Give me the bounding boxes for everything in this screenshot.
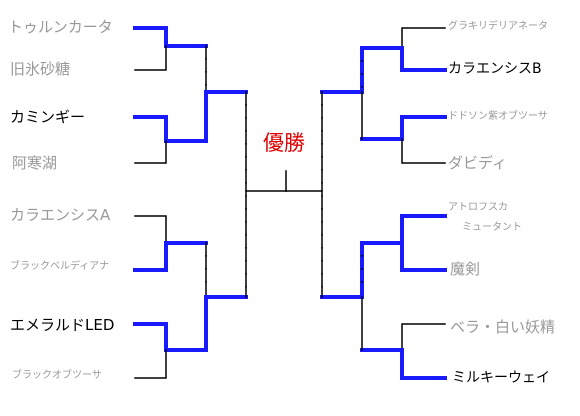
- connector-tick: [245, 221, 247, 223]
- connector-tick: [245, 286, 247, 288]
- connector-tick: [321, 286, 323, 288]
- connector-tick: [361, 268, 363, 270]
- connector-tick: [245, 104, 247, 106]
- right-entrant-6: ミュータント: [462, 222, 522, 233]
- left-entrant-4: 阿寒湖: [12, 154, 58, 172]
- connector-tick: [245, 169, 247, 171]
- connector-tick: [245, 117, 247, 119]
- bracket-line-24: [360, 348, 447, 380]
- bracket-line-15: [401, 27, 446, 49]
- bracket-line-10: [134, 349, 167, 379]
- connector-tick: [321, 221, 323, 223]
- right-entrant-7: 魔剣: [450, 260, 481, 278]
- bracket-line-8: [133, 241, 208, 272]
- bracket-line-22: [400, 241, 447, 272]
- left-entrant-2: 旧氷砂糖: [10, 60, 71, 78]
- connector-tick: [321, 156, 323, 158]
- bracket-line-23: [401, 323, 446, 351]
- bracket-line-21: [360, 214, 447, 245]
- connector-tick: [245, 156, 247, 158]
- connector-tick: [321, 169, 323, 171]
- left-entrant-1: トゥルンカータ: [8, 18, 113, 36]
- bracket-line-7: [134, 215, 167, 244]
- bracket-line-16: [360, 46, 447, 72]
- connector-tick: [245, 182, 247, 184]
- right-entrant-5: アトロフスカ: [448, 202, 508, 213]
- connector-tick: [321, 260, 323, 262]
- connector-tick: [321, 208, 323, 210]
- connector-tick: [245, 247, 247, 249]
- right-entrant-8: ベラ・白い妖精: [450, 318, 556, 336]
- right-entrant-3: ドドソン紫オブツーサ: [448, 111, 548, 122]
- connector-tick: [245, 260, 247, 262]
- bracket-line-2: [134, 45, 167, 71]
- right-entrant-1: グラキリデリアネータ: [448, 21, 548, 32]
- connector-tick: [321, 130, 323, 132]
- right-entrant-9: ミルキーウェイ: [452, 370, 550, 386]
- connector-tick: [245, 195, 247, 197]
- connector-tick: [205, 58, 207, 60]
- connector-tick: [245, 273, 247, 275]
- bracket-line-1: [133, 26, 208, 48]
- connector-tick: [205, 268, 207, 270]
- bracket-line-25: [320, 241, 364, 299]
- connector-tick: [361, 255, 363, 257]
- bracket-line-17: [360, 115, 447, 141]
- left-entrant-5: カラエンシスA: [10, 206, 111, 224]
- right-entrant-4: ダビディ: [448, 154, 507, 172]
- bracket-line-9: [133, 322, 208, 352]
- connector-tick: [245, 130, 247, 132]
- connector-tick: [361, 281, 363, 283]
- bracket-line-3: [133, 115, 208, 143]
- left-entrant-7: エメラルドLED: [10, 316, 115, 334]
- connector-tick: [361, 73, 363, 75]
- connector-tick: [321, 273, 323, 275]
- connector-tick: [321, 247, 323, 249]
- bracket-line-12: [204, 295, 248, 352]
- left-entrant-8: ブラックオブツーサ: [12, 370, 102, 381]
- connector-tick: [321, 143, 323, 145]
- connector-tick: [361, 86, 363, 88]
- bracket-line-18: [401, 138, 446, 164]
- connector-tick: [205, 281, 207, 283]
- connector-tick: [321, 182, 323, 184]
- connector-tick: [321, 104, 323, 106]
- connector-tick: [321, 234, 323, 236]
- connector-tick: [245, 208, 247, 210]
- champion-title: 優勝: [263, 131, 305, 155]
- connector-tick: [245, 143, 247, 145]
- left-entrant-6: ブラックベルディアナ: [10, 261, 110, 272]
- right-entrant-2: カラエンシスB: [448, 61, 542, 77]
- left-entrant-3: カミンギー: [10, 108, 86, 126]
- connector-tick: [205, 84, 207, 86]
- connector-tick: [321, 117, 323, 119]
- bracket-line-4: [134, 140, 167, 164]
- connector-tick: [361, 60, 363, 62]
- connector-tick: [245, 234, 247, 236]
- bracket-line-6: [204, 90, 248, 143]
- connector-tick: [321, 195, 323, 197]
- connector-tick: [205, 255, 207, 257]
- connector-tick: [205, 71, 207, 73]
- bracket-line-19: [320, 46, 364, 94]
